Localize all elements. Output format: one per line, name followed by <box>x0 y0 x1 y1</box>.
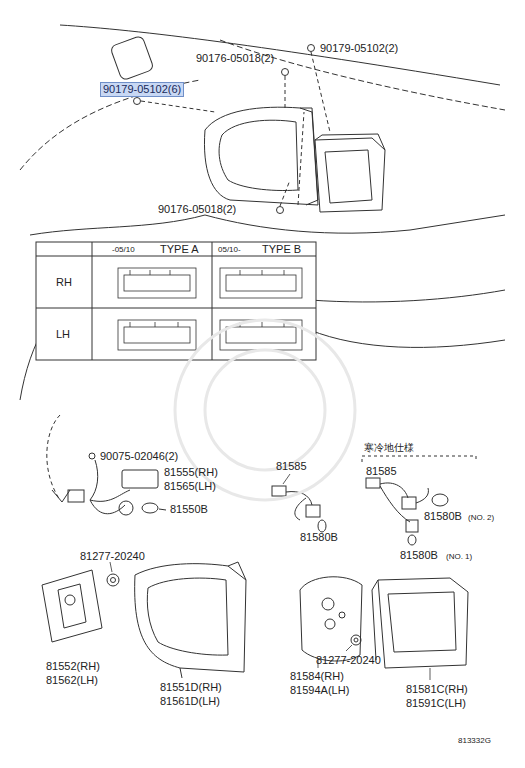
part-number: 90176-05018(2) <box>158 203 236 216</box>
part-number: 81581C(RH) <box>406 683 468 696</box>
part-number: 90176-05018(2) <box>196 52 274 65</box>
part-number: 81591C(LH) <box>406 697 466 710</box>
part-number: 81562(LH) <box>46 674 98 687</box>
table-cell: LH <box>56 328 70 341</box>
part-number: 81584(RH) <box>290 670 344 683</box>
part-number: 81552(RH) <box>46 660 100 673</box>
part-number: 81580B <box>300 531 338 544</box>
part-number: 81585 <box>366 465 397 478</box>
part-number: 90179-05102(6) <box>100 82 184 97</box>
part-number: 90179-05102(2) <box>320 42 398 55</box>
part-number: 81565(LH) <box>164 480 216 493</box>
table-header: TYPE B <box>262 243 301 256</box>
part-number: 81585 <box>276 460 307 473</box>
table-header: -05/10 <box>112 245 135 255</box>
part-number: 81580B <box>424 510 462 523</box>
figure-number: 813332G <box>458 736 491 746</box>
note-text: 寒冷地仕様 <box>364 441 414 454</box>
part-number: 81594A(LH) <box>290 684 349 697</box>
part-number: 81277-20240 <box>80 550 145 563</box>
table-cell: RH <box>56 276 72 289</box>
note-text: (NO. 2) <box>468 513 494 523</box>
part-number: 90075-02046(2) <box>100 450 178 463</box>
part-number: 81277-20240 <box>316 654 381 667</box>
part-number: 81550B <box>170 503 208 516</box>
part-number: 81555(RH) <box>164 466 218 479</box>
table-header: 05/10- <box>218 245 241 255</box>
part-number: 81561D(LH) <box>160 695 220 708</box>
table-header: TYPE A <box>160 243 199 256</box>
note-text: (NO. 1) <box>446 552 472 562</box>
part-number: 81551D(RH) <box>160 681 222 694</box>
part-number: 81580B <box>400 549 438 562</box>
